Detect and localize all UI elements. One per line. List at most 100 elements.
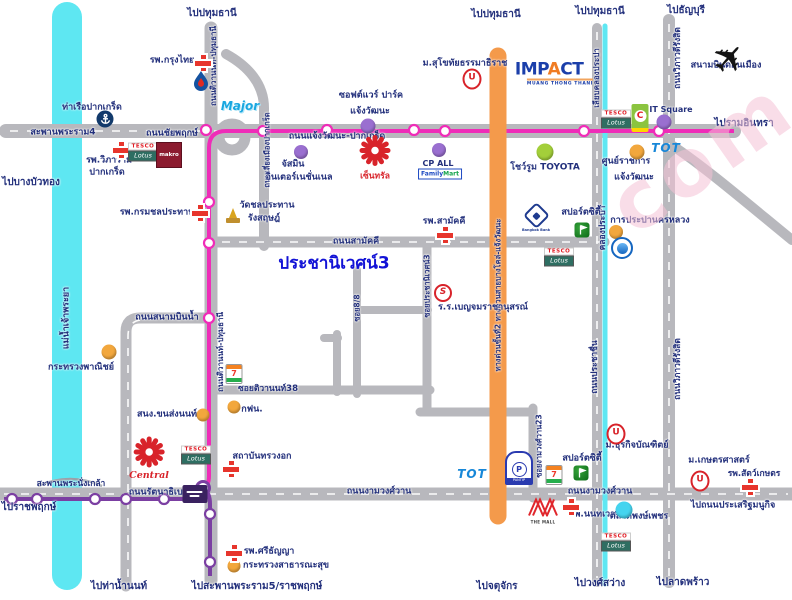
- label-to-chatuchak: ไปจตุจักร: [476, 581, 518, 592]
- label-krungthai-hospital: รพ.กรุงไทย: [149, 55, 195, 66]
- label-softwarepark-1: ซอฟต์แวร์ ปาร์ค: [338, 90, 404, 101]
- irrigation-hospital-cross: [192, 205, 208, 221]
- label-to-ratchaphruek: ไปราชพฤกษ์: [1, 502, 57, 513]
- label-viphavadi-road-bottom: ถนนวิภาวดีรังสิต: [672, 338, 683, 400]
- label-chest-institute: สถาบันทรวงอก: [232, 451, 292, 462]
- label-viphavadi-road-top: ถนนวิภาวดีรังสิต: [672, 27, 683, 89]
- label-to-ramindra: ไปรามอินทรา: [714, 118, 774, 129]
- chaophraya-river-shape: [52, 2, 82, 590]
- label-to-rama5-bridge: ไปสะพานพระราม5/ราชพฤกษ์: [191, 581, 323, 592]
- label-jasmine-1: จัสมิน: [281, 159, 305, 170]
- label-govcomplex-2: แจ้งวัฒนะ: [614, 172, 654, 183]
- mea-dot: [227, 400, 241, 414]
- label-vibharam-hospital-1: รพ.วิภาราม: [85, 155, 133, 166]
- road-liangmueang: [221, 49, 269, 251]
- label-expressway: ทางด่วนขั้นที่2 ทางด่วนสายบางโคล่-แจ้งวั…: [493, 218, 503, 372]
- phongphet-market-dot: [615, 501, 633, 519]
- srithanya-hospital-cross: [226, 545, 242, 561]
- label-soi-prachaniwet3: ซอยประชานิเวศน์3: [422, 254, 432, 318]
- govcomplex-dot: [629, 144, 645, 160]
- tot-logo-2: TOT: [457, 467, 487, 481]
- tot-logo-1: TOT: [651, 141, 681, 155]
- transit-station: [202, 236, 216, 250]
- label-kasetsart-animal-hospital: รพ.สัตว์เกษตร: [727, 468, 781, 479]
- label-ngamwongwan-road-1: ถนนงามวงศ์วาน: [346, 486, 412, 497]
- label-sportcity-2: สปอร์ตซิตี้: [562, 453, 602, 464]
- label-samakkhi-hospital: รพ.สามัคคี: [422, 216, 466, 227]
- label-to-bangbuathong: ไปบางบัวทอง: [2, 177, 60, 188]
- label-kasetsart-university: ม.เกษตรศาสตร์: [688, 455, 750, 466]
- label-pakkret-pier: ท่าเรือปากเกร็ด: [62, 102, 122, 113]
- label-to-pathumthani-3: ไปปทุมธานี: [575, 6, 625, 17]
- label-vibharam-hospital-2: ปากเกร็ด: [89, 167, 125, 178]
- label-sanambinnam-road: ถนนสนามบินน้ำ: [135, 312, 199, 323]
- transit-station: [320, 123, 334, 137]
- toyota-dot: [536, 143, 554, 161]
- mwa-dot: [609, 225, 623, 239]
- the-mall-logo: THE MALL: [526, 497, 560, 525]
- label-tiwanon-road-mid: ถนนติวานนท์-ปทุมธานี: [216, 312, 225, 392]
- transit-station: [202, 195, 216, 209]
- label-sukhothai-university: ม.สุโขทัยธรรมาธิราช: [422, 58, 508, 69]
- label-chaengwattana-road: ถนนแจ้งวัฒนะ-ปากเกร็ด: [288, 131, 386, 142]
- university-u-logo-2: U: [606, 423, 626, 445]
- commerce-dot: [101, 344, 117, 360]
- transit-station: [203, 507, 217, 521]
- label-watchonprathan-2: รังสฤษฎ์: [247, 213, 281, 224]
- label-mwa: การประปานครหลวง: [610, 215, 690, 226]
- label-itsquare: IT Square: [649, 105, 693, 114]
- publichealth-dot: [227, 559, 241, 573]
- transit-station: [202, 311, 216, 325]
- university-u-logo-3: U: [690, 470, 710, 492]
- label-soi-tiwanon38: ซอยติวานนท์38: [238, 383, 298, 394]
- transit-station: [157, 492, 171, 506]
- label-to-pathumthani-2: ไปปทุมธานี: [471, 9, 521, 20]
- pakkret-roundabout: [213, 118, 251, 156]
- purple-plaza-logo: [182, 485, 208, 503]
- transit-station: [88, 492, 102, 506]
- label-phrananklao-bridge: สะพานพระนั่งเกล้า: [36, 478, 106, 489]
- label-commerce-ministry: กระทรวงพาณิชย์: [47, 362, 115, 373]
- transit-station: [119, 492, 133, 506]
- label-tiwanon-road-top: ถนนติวานนท์-ปทุมธานี: [209, 26, 218, 106]
- bangkok-bank-logo: Bangkok Bank: [522, 202, 550, 232]
- label-jasmine-2: อินเตอร์เนชั่นเนล: [265, 172, 333, 183]
- label-govcomplex-1: ศูนย์ราชการ: [601, 156, 651, 167]
- itsquare-dot: [656, 114, 672, 130]
- label-transport-office: สนง.ขนส่งนนท์: [137, 409, 197, 420]
- temple-icon: [225, 208, 241, 226]
- label-to-latphrao: ไปลาดพร้าว: [656, 577, 710, 588]
- road-sanambinnam: [120, 312, 212, 592]
- label-watchonprathan-1: วัดชลประทาน: [239, 200, 295, 211]
- road-diagonal-ne: [668, 141, 792, 245]
- chest-institute-cross: [223, 461, 239, 477]
- label-phongphet-market: ตลาดพงษ์เพชร: [609, 511, 669, 522]
- central-logo-lower: Central: [129, 435, 169, 481]
- label-dhurakij-university: ม.ธุรกิจบัณฑิตย์: [605, 440, 669, 451]
- pier-anchor-icon: [96, 110, 114, 128]
- label-sportcity-1: สปอร์ตซิตี้: [561, 207, 601, 218]
- sportcity-golf-icon-2: [573, 465, 589, 481]
- familymart-logo: FamilyMart: [418, 168, 462, 180]
- school-s-logo: S: [434, 284, 452, 302]
- label-publichealth-ministry: กระทรวงสาธารณะสุข: [242, 560, 330, 571]
- label-ngamwongwan-road-2: ถนนงามวงศ์วาน: [567, 486, 633, 497]
- makro-logo: makro: [156, 142, 182, 168]
- samakkhi-hospital-cross: [437, 227, 453, 243]
- major-cineplex-logo: Major: [220, 99, 260, 113]
- university-u-logo-1: U: [462, 68, 482, 90]
- transit-station: [203, 555, 217, 569]
- kasetsart-animal-hospital-cross: [742, 479, 758, 495]
- transit-station: [407, 123, 421, 137]
- transit-station: [30, 492, 44, 506]
- label-cpall: CP ALL: [422, 159, 454, 168]
- jasmine-dot: [294, 145, 308, 159]
